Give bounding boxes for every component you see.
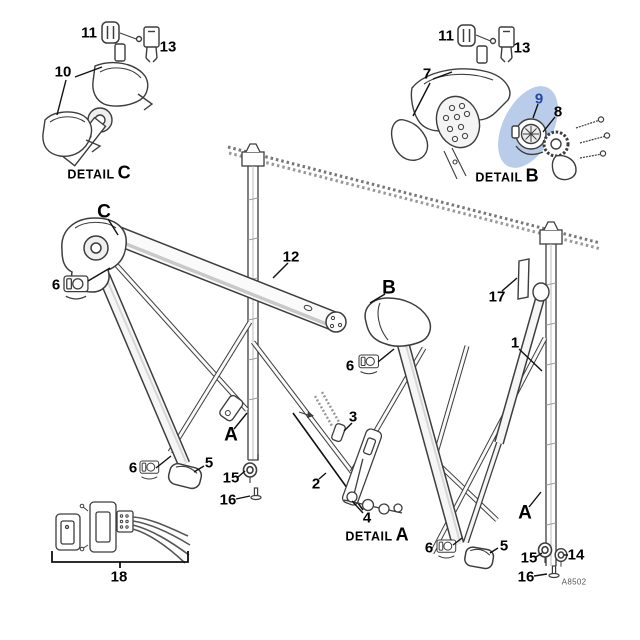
ref-label-b: B bbox=[382, 277, 396, 299]
end-cap-right bbox=[464, 546, 495, 570]
part-label-11-detail-c: 11 bbox=[81, 24, 97, 42]
part-label-5-left: 5 bbox=[204, 454, 214, 472]
left-rail bbox=[241, 143, 265, 461]
roller-tube bbox=[109, 224, 347, 333]
detail-a-caption-letter: A bbox=[395, 524, 409, 545]
part-label-11-detail-b: 11 bbox=[438, 27, 454, 45]
ref-label-a-right: A bbox=[518, 502, 532, 524]
ring-14 bbox=[554, 547, 568, 568]
part-label-6-lower-left: 6 bbox=[128, 459, 138, 477]
part-label-10: 10 bbox=[54, 63, 72, 81]
detail-c-caption-word: DETAIL bbox=[67, 167, 115, 182]
part-label-4: 4 bbox=[362, 509, 372, 527]
detail-a-caption-word: DETAIL bbox=[345, 529, 393, 544]
arm-slider-left bbox=[219, 394, 244, 422]
part-label-6-mid: 6 bbox=[345, 357, 355, 375]
drawing-code: A8502 bbox=[561, 577, 587, 587]
front-arm-left bbox=[98, 273, 190, 467]
part-label-2: 2 bbox=[311, 475, 321, 493]
detail-a-inset bbox=[292, 391, 403, 515]
part-label-17: 17 bbox=[488, 288, 506, 306]
ring-15-right bbox=[537, 542, 553, 564]
clamp-6-lower-left bbox=[139, 460, 160, 480]
pin-16-right bbox=[548, 565, 560, 579]
end-cap-left bbox=[167, 462, 203, 490]
ref-label-a-left: A bbox=[224, 424, 238, 446]
detail-b-caption-letter: B bbox=[525, 165, 539, 186]
motor-part-9 bbox=[511, 118, 547, 156]
leader-lines bbox=[56, 66, 568, 577]
part-label-15-right: 15 bbox=[520, 549, 538, 567]
clamp-6-lower-right bbox=[436, 539, 457, 559]
part-label-7: 7 bbox=[422, 65, 432, 83]
part-label-18: 18 bbox=[110, 568, 128, 586]
clamp-6-upper-left bbox=[63, 275, 89, 300]
part-label-12: 12 bbox=[282, 248, 300, 266]
arm-head-c bbox=[61, 217, 127, 293]
detail-b-caption-word: DETAIL bbox=[475, 170, 523, 185]
part-label-14: 14 bbox=[567, 546, 585, 564]
part-label-6-lower-right: 6 bbox=[424, 539, 434, 557]
detail-b-inset bbox=[390, 24, 611, 181]
wall-spacer-17 bbox=[517, 258, 530, 300]
right-rail bbox=[539, 221, 563, 566]
ring-15-left bbox=[242, 462, 258, 484]
part-label-16-right: 16 bbox=[517, 568, 535, 586]
gear-part-8 bbox=[542, 130, 577, 181]
part-label-9-highlighted: 9 bbox=[534, 90, 544, 108]
pin-16-left bbox=[250, 487, 262, 501]
detail-c-inset bbox=[42, 21, 160, 167]
switch-kit-18 bbox=[51, 501, 191, 568]
ref-label-c: C bbox=[97, 201, 111, 223]
support-arm-part1 bbox=[463, 282, 550, 543]
part-label-13-detail-c: 13 bbox=[159, 38, 177, 56]
screws bbox=[575, 116, 611, 159]
part-label-13-detail-b: 13 bbox=[513, 39, 531, 57]
part-label-5-right: 5 bbox=[499, 537, 509, 555]
part-label-15-left: 15 bbox=[222, 469, 240, 487]
part-label-3: 3 bbox=[348, 408, 358, 426]
mounting-track bbox=[227, 145, 602, 251]
part-label-6-upper-left: 6 bbox=[51, 276, 61, 294]
arm-head-b bbox=[364, 297, 432, 347]
detail-c-caption-letter: C bbox=[117, 162, 131, 183]
part-label-16-left: 16 bbox=[219, 491, 237, 509]
part-label-8: 8 bbox=[553, 103, 563, 121]
front-arm-right bbox=[395, 338, 465, 546]
clamp-6-mid bbox=[358, 354, 380, 375]
part-label-1: 1 bbox=[510, 334, 520, 352]
